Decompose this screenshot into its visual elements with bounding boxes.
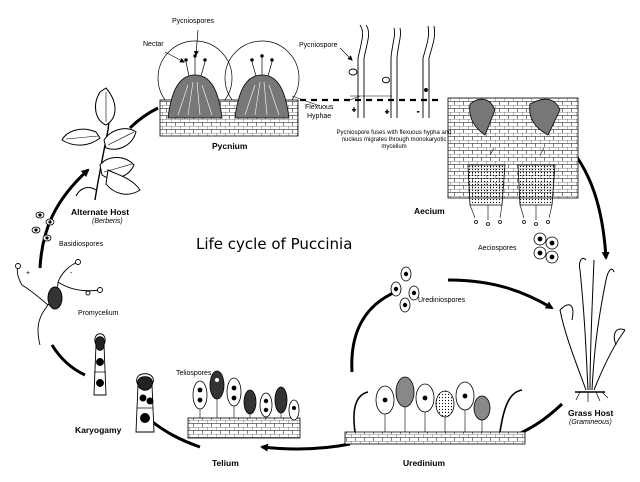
label-karyogamy: Karyogamy — [75, 425, 122, 435]
pycnium-illustration — [157, 29, 321, 137]
label-pycniospore: Pycniospore — [299, 42, 338, 49]
arrow-host-to-pycnium — [128, 106, 159, 130]
svg-text:-: - — [417, 109, 420, 116]
aeciospores-illustration — [533, 232, 559, 264]
label-berberis: (Berberis) — [92, 218, 123, 225]
uredinium-illustration — [344, 376, 526, 445]
arrow-basidiospores-to-host — [38, 168, 90, 269]
label-nectar: Nectar — [143, 41, 164, 48]
promycelium-illustration: + - — [15, 259, 103, 346]
label-flexuous-hyphae-line1: Flexuous — [305, 104, 334, 111]
label-aecium: Aecium — [414, 206, 445, 216]
svg-text:+: + — [352, 107, 356, 114]
label-teliospores: Teliospores — [176, 370, 212, 377]
flexuous-hyphae-illustration: + + - — [339, 24, 436, 118]
grass-host-illustration — [559, 257, 626, 402]
label-flexuous-hyphae-line2: Hyphae — [307, 113, 332, 120]
basidiospores-illustration — [31, 211, 55, 242]
svg-text:-: - — [70, 270, 73, 277]
label-pycniospores: Pycniospores — [172, 18, 215, 25]
label-aeciospores: Aeciospores — [478, 245, 517, 252]
arrow-uredinial-loop-right — [447, 278, 554, 310]
label-urediniospores: Urediniospores — [418, 297, 466, 304]
aecium-illustration — [447, 97, 579, 226]
arrow-uredinium-to-telium — [260, 442, 351, 452]
arrow-karyogamy-to-promycelium — [50, 344, 86, 377]
label-gramineous: (Gramineous) — [569, 419, 612, 426]
label-basidiospores: Basidiospores — [59, 241, 103, 248]
svg-text:+: + — [26, 270, 30, 277]
label-promycelium: Promycelium — [78, 310, 119, 317]
arrow-uredinial-loop-up — [350, 288, 402, 373]
svg-text:+: + — [385, 109, 389, 116]
label-alternate-host: Alternate Host — [71, 207, 130, 217]
label-telium: Telium — [212, 458, 239, 468]
label-uredinium: Uredinium — [403, 458, 446, 468]
alternate-host-illustration — [61, 87, 141, 201]
urediniospores-illustration — [390, 266, 420, 313]
diagram-title: Life cycle of Puccinia — [196, 235, 353, 253]
label-pycnium: Pycnium — [212, 141, 248, 151]
telium-illustration — [187, 370, 301, 439]
label-fusion-note: Pycniospore fuses with flexuous hypha an… — [336, 130, 452, 150]
karyogamy-illustration — [93, 333, 155, 433]
label-grass-host: Grass Host — [568, 408, 614, 418]
